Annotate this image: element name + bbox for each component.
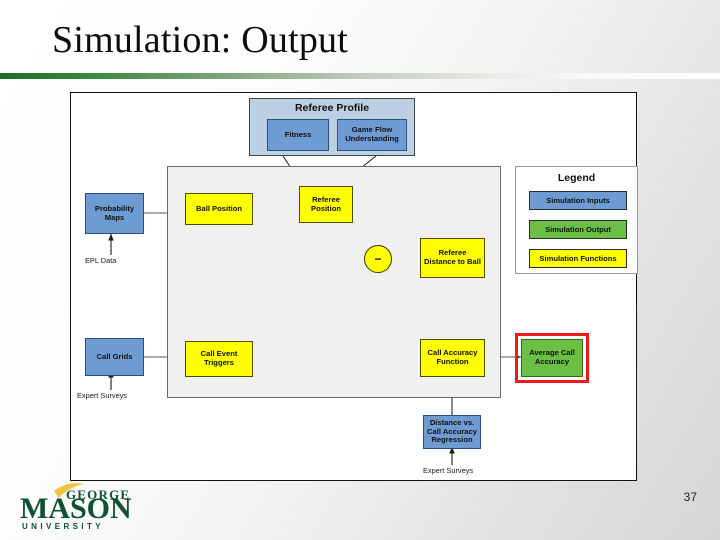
title-underline-rule bbox=[0, 73, 720, 79]
page-title: Simulation: Output bbox=[52, 19, 349, 61]
gmu-logo: MASON GEORGE UNIVERSITY bbox=[20, 483, 132, 531]
node-referee-position[interactable]: Referee Position bbox=[299, 186, 353, 223]
caption-epl-data: EPL Data bbox=[85, 256, 117, 265]
node-call-grids[interactable]: Call Grids bbox=[85, 338, 144, 376]
legend-panel: Legend Simulation Inputs Simulation Outp… bbox=[515, 166, 638, 274]
node-game-flow-understanding[interactable]: Game Flow Understanding bbox=[337, 119, 407, 151]
node-call-accuracy-function[interactable]: Call Accuracy Function bbox=[420, 339, 485, 377]
caption-expert-surveys-call-grids: Expert Surveys bbox=[77, 391, 128, 400]
legend-item-simulation-output: Simulation Output bbox=[529, 220, 627, 239]
legend-item-simulation-inputs: Simulation Inputs bbox=[529, 191, 627, 210]
svg-text:UNIVERSITY: UNIVERSITY bbox=[22, 522, 104, 531]
node-ball-position[interactable]: Ball Position bbox=[185, 193, 253, 225]
caption-expert-surveys-regression: Expert Surveys bbox=[423, 466, 474, 475]
legend-item-simulation-functions: Simulation Functions bbox=[529, 249, 627, 268]
page-number: 37 bbox=[683, 490, 697, 504]
node-fitness[interactable]: Fitness bbox=[267, 119, 329, 151]
diagram-frame: Referee Profile Fitness Game Flow Unders… bbox=[70, 92, 638, 481]
node-probability-maps[interactable]: Probability Maps bbox=[85, 193, 144, 234]
sum-junction-operator[interactable]: − bbox=[364, 245, 392, 273]
node-average-call-accuracy[interactable]: Average Call Accuracy bbox=[515, 333, 589, 383]
node-call-event-triggers[interactable]: Call Event Triggers bbox=[185, 341, 253, 377]
diagram-canvas: Referee Profile Fitness Game Flow Unders… bbox=[71, 93, 638, 480]
node-referee-distance-to-ball[interactable]: Referee Distance to Ball bbox=[420, 238, 485, 278]
svg-text:MASON: MASON bbox=[20, 492, 132, 525]
referee-profile-title: Referee Profile bbox=[294, 102, 370, 114]
svg-text:GEORGE: GEORGE bbox=[66, 487, 130, 502]
legend-title: Legend bbox=[557, 172, 596, 184]
node-distance-vs-call-accuracy-regression[interactable]: Distance vs. Call Accuracy Regression bbox=[423, 415, 481, 449]
